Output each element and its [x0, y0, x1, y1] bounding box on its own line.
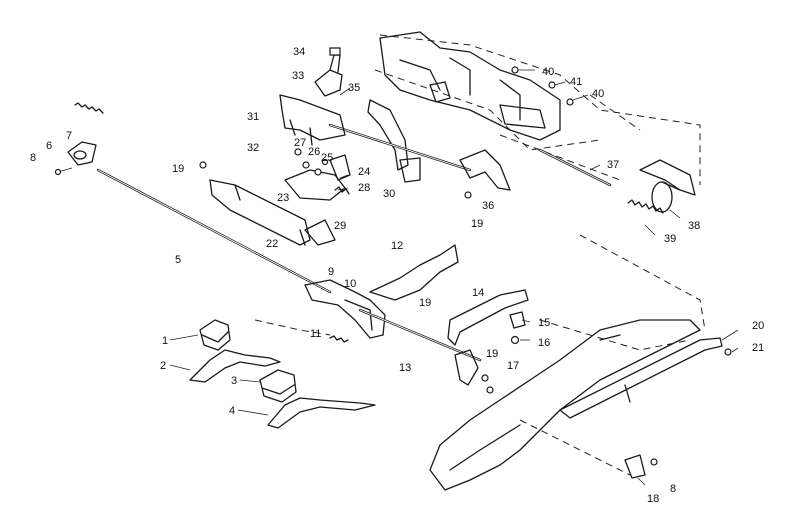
callout-36: 36 — [482, 200, 494, 212]
callout-35: 35 — [348, 82, 360, 94]
upper-shaft — [328, 123, 472, 172]
callout-39: 39 — [664, 233, 676, 245]
callout-labels: 1 2 3 4 5 6 7 8 8 9 10 11 12 13 14 15 16… — [30, 46, 764, 505]
bracket-14 — [447, 289, 529, 346]
spring-39 — [627, 199, 664, 214]
arm-30 — [367, 99, 421, 183]
callout-3: 3 — [231, 375, 237, 387]
bracket-29 — [304, 219, 336, 246]
callout-2: 2 — [160, 360, 166, 372]
callout-8b: 8 — [670, 483, 676, 495]
leaders — [169, 87, 739, 486]
callout-34: 34 — [293, 46, 305, 58]
lever-2 — [189, 349, 281, 383]
screw-41 — [548, 81, 566, 89]
plate-31 — [279, 94, 346, 146]
callout-14: 14 — [472, 287, 484, 299]
callout-6: 6 — [46, 140, 52, 152]
callout-17: 17 — [507, 360, 519, 372]
callout-4: 4 — [229, 405, 235, 417]
screw-34 — [329, 47, 341, 56]
callout-20: 20 — [752, 320, 764, 332]
clip-15 — [509, 311, 526, 329]
callout-22: 22 — [266, 238, 278, 250]
pin-11 — [329, 335, 349, 343]
top-frame — [379, 31, 561, 141]
center-block — [304, 279, 386, 339]
callout-18: 18 — [647, 493, 659, 505]
clamp-18 — [624, 454, 658, 479]
callout-15: 15 — [538, 317, 550, 329]
callout-28: 28 — [358, 182, 370, 194]
callout-1: 1 — [162, 335, 168, 347]
bracket-7 — [67, 141, 97, 166]
hidden-lines — [254, 34, 706, 476]
callout-7: 7 — [66, 130, 72, 142]
callout-5: 5 — [175, 254, 181, 266]
callout-21: 21 — [752, 342, 764, 354]
rod-37 — [538, 148, 612, 187]
callout-37: 37 — [607, 159, 619, 171]
callout-30: 30 — [383, 188, 395, 200]
linkage-23-28 — [284, 148, 351, 201]
callout-9: 9 — [328, 266, 334, 278]
callout-8a: 8 — [30, 152, 36, 164]
spring-top-left — [74, 102, 104, 114]
callout-16: 16 — [538, 337, 550, 349]
cover-3 — [259, 369, 297, 403]
bracket-33 — [314, 54, 343, 97]
callout-38: 38 — [688, 220, 700, 232]
nut-16 — [510, 335, 520, 345]
bracket-38 — [639, 159, 696, 213]
lever-4 — [267, 397, 376, 429]
bracket-36 — [459, 149, 511, 199]
shaft-13 — [358, 308, 482, 362]
screw-8 — [54, 167, 73, 176]
callout-13: 13 — [399, 362, 411, 374]
shaft-5 — [96, 168, 332, 294]
callout-19a: 19 — [172, 163, 184, 175]
callout-32: 32 — [247, 142, 259, 154]
callout-10: 10 — [344, 278, 356, 290]
screw-40a — [511, 66, 535, 74]
nut-19a — [199, 161, 207, 169]
callout-26: 26 — [308, 146, 320, 158]
callout-31: 31 — [247, 111, 259, 123]
callout-25: 25 — [321, 152, 333, 164]
callout-41: 41 — [570, 76, 582, 88]
callout-12: 12 — [391, 240, 403, 252]
callout-40b: 40 — [592, 88, 604, 100]
cover-1 — [199, 319, 231, 351]
callout-23: 23 — [277, 192, 289, 204]
bracket-17 — [454, 349, 494, 394]
callout-40a: 40 — [542, 66, 554, 78]
lever-12 — [369, 244, 459, 301]
callout-33: 33 — [292, 70, 304, 82]
callout-11: 11 — [310, 328, 321, 340]
plate-22 — [209, 179, 311, 246]
callout-19c: 19 — [419, 297, 431, 309]
callout-19d: 19 — [486, 348, 498, 360]
callout-19b: 19 — [471, 218, 483, 230]
lower-frame — [429, 319, 701, 491]
callout-24: 24 — [358, 166, 370, 178]
screw-21 — [724, 348, 732, 356]
rail-20 — [559, 337, 723, 419]
callout-27: 27 — [294, 137, 306, 149]
callout-29: 29 — [334, 220, 346, 232]
screw-40b — [566, 94, 589, 106]
